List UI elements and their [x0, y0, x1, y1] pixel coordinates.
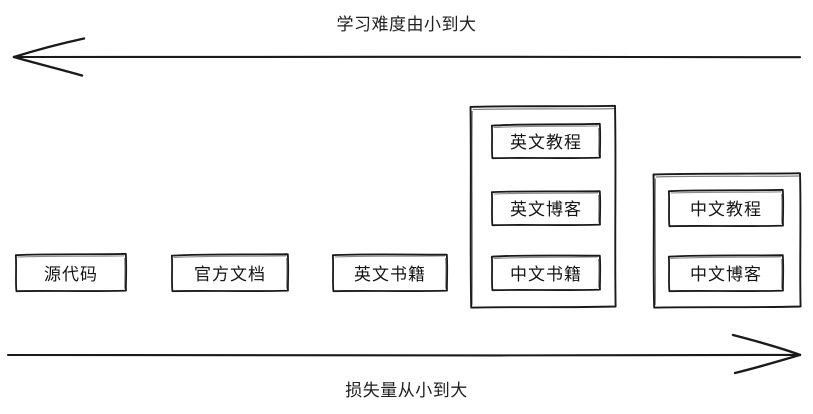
node-english-tutorial[interactable]: 英文教程 — [490, 122, 602, 160]
node-border — [490, 122, 602, 160]
group-english — [468, 103, 618, 310]
node-border — [667, 254, 785, 293]
node-border — [170, 253, 290, 293]
node-chinese-tutorial[interactable]: 中文教程 — [667, 188, 785, 228]
node-english-blog[interactable]: 英文博客 — [490, 189, 602, 227]
node-border — [490, 254, 602, 292]
top-axis-arrow — [12, 37, 802, 77]
node-border — [490, 190, 602, 227]
bottom-axis-label: 损失量从小到大 — [345, 381, 468, 401]
node-border — [14, 252, 128, 293]
group-chinese — [651, 170, 803, 310]
node-chinese-books[interactable]: 中文书籍 — [490, 253, 602, 292]
bottom-axis-arrow — [6, 333, 802, 375]
node-english-books[interactable]: 英文书籍 — [331, 252, 449, 293]
group-english-border — [469, 104, 617, 309]
node-chinese-blog[interactable]: 中文博客 — [667, 253, 785, 293]
node-official-docs[interactable]: 官方文档 — [170, 252, 290, 293]
node-source-code[interactable]: 源代码 — [14, 252, 128, 293]
top-axis-label: 学习难度由小到大 — [336, 15, 477, 35]
node-border — [667, 188, 785, 228]
node-border — [331, 253, 449, 293]
group-chinese-border — [652, 172, 802, 309]
